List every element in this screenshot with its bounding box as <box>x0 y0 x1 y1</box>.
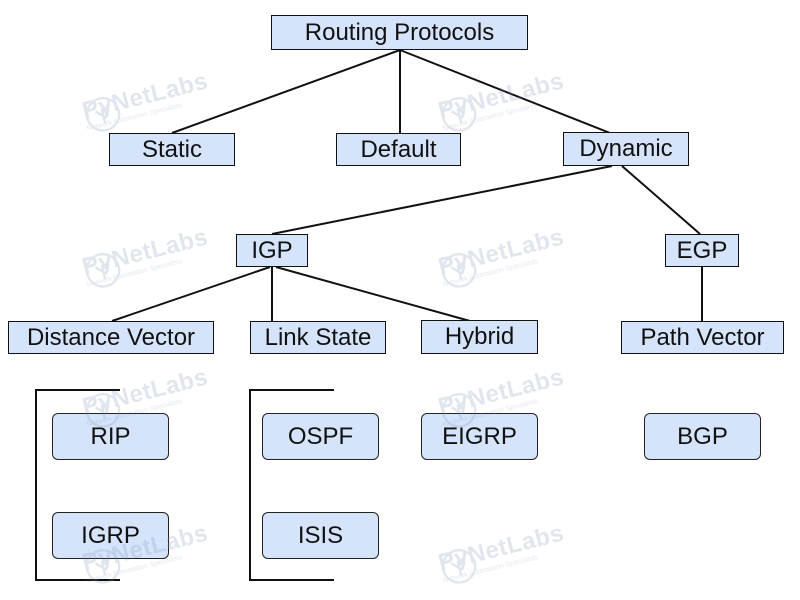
edge-igp-distance-vector <box>111 266 271 322</box>
bgp-node: BGP <box>644 413 761 460</box>
default-node: Default <box>336 133 461 166</box>
hybrid-node: Hybrid <box>421 320 538 354</box>
path-vector-node: Path Vector <box>621 321 784 354</box>
ospf-node: OSPF <box>262 413 379 460</box>
edge-root-dynamic <box>399 49 611 134</box>
isis-node: ISIS <box>262 512 379 559</box>
edge-root-static <box>171 49 401 134</box>
igp-node: IGP <box>236 234 308 267</box>
root-node: Routing Protocols <box>271 15 528 50</box>
egp-node: EGP <box>665 234 739 267</box>
static-node: Static <box>109 133 235 166</box>
edge-igp-hybrid <box>275 266 471 322</box>
dynamic-node: Dynamic <box>563 132 689 166</box>
edge-dynamic-igp <box>271 165 613 235</box>
link-state-node: Link State <box>250 321 386 354</box>
distance-vector-node: Distance Vector <box>8 321 214 354</box>
bracket-distance-vector <box>35 389 120 581</box>
bracket-link-state <box>249 389 334 581</box>
rip-node: RIP <box>52 413 169 460</box>
igrp-node: IGRP <box>52 512 169 559</box>
edge-dynamic-egp <box>621 165 701 235</box>
eigrp-node: EIGRP <box>421 413 538 460</box>
